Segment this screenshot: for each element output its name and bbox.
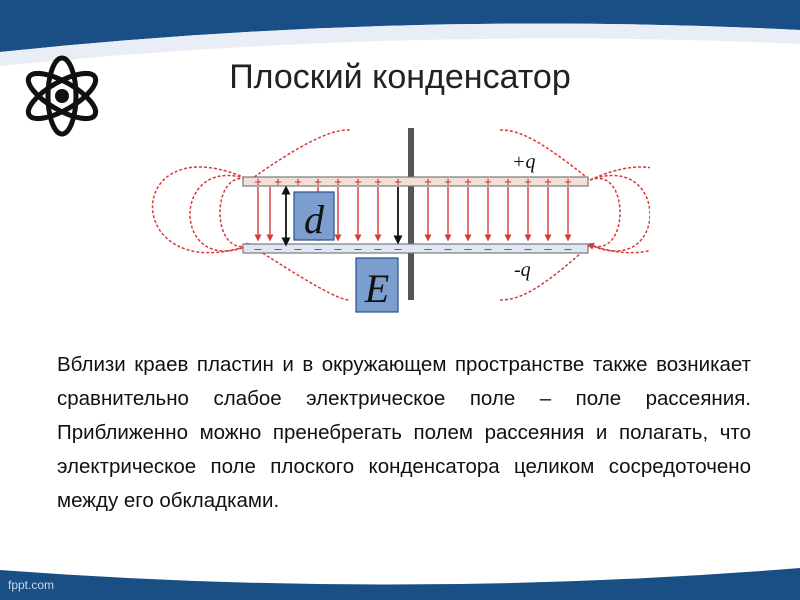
plus-charge: + [274, 174, 282, 189]
plus-charge: + [484, 174, 492, 189]
plus-q-label: +q [512, 151, 536, 173]
minus-charge: – [504, 241, 512, 256]
minus-charge: – [484, 241, 492, 256]
plus-charge: + [314, 174, 322, 189]
minus-charge: – [374, 241, 382, 256]
minus-charge: – [334, 241, 342, 256]
minus-charge: – [524, 241, 532, 256]
minus-charge: – [544, 241, 552, 256]
plus-charge: + [374, 174, 382, 189]
plus-charge: + [424, 174, 432, 189]
page-title: Плоский конденсатор [229, 58, 571, 96]
central-rod [408, 128, 414, 300]
minus-charge: – [564, 241, 572, 256]
plus-charge: + [394, 174, 402, 189]
plus-charge: + [524, 174, 532, 189]
minus-charge: – [394, 241, 402, 256]
plus-charge: + [444, 174, 452, 189]
body-paragraph: Вблизи краев пластин и в окружающем прос… [57, 353, 751, 512]
plus-charge: + [334, 174, 342, 189]
footer-brand: fppt.com [8, 578, 55, 592]
e-label-box [355, 257, 399, 313]
minus-q-label: -q [514, 259, 531, 281]
minus-charge: – [274, 241, 282, 256]
plus-charge: + [504, 174, 512, 189]
plus-charge: + [294, 174, 302, 189]
minus-charge: – [464, 241, 472, 256]
plus-charge: + [254, 174, 262, 189]
atom-icon [25, 55, 99, 137]
top-plate [242, 176, 589, 187]
minus-charges: – – – – – – – – – – – – – – – – [254, 241, 572, 256]
e-label: E [364, 266, 389, 311]
minus-charge: – [314, 241, 322, 256]
minus-charge: – [294, 241, 302, 256]
minus-charge: – [424, 241, 432, 256]
capacitor-diagram: + + + + + + + + + + + + + + + + – – – – … [151, 128, 650, 313]
d-label: d [304, 197, 325, 242]
uniform-field-arrows [254, 187, 572, 242]
d-label-box [293, 191, 335, 241]
fringe-field-lines [151, 129, 650, 301]
minus-charge: – [444, 241, 452, 256]
plus-charges: + + + + + + + + + + + + + + + + [254, 174, 572, 189]
minus-charge: – [254, 241, 262, 256]
plus-charge: + [544, 174, 552, 189]
minus-charge: – [354, 241, 362, 256]
plus-charge: + [354, 174, 362, 189]
plus-charge: + [464, 174, 472, 189]
plus-charge: + [564, 174, 572, 189]
bottom-plate [242, 243, 589, 254]
